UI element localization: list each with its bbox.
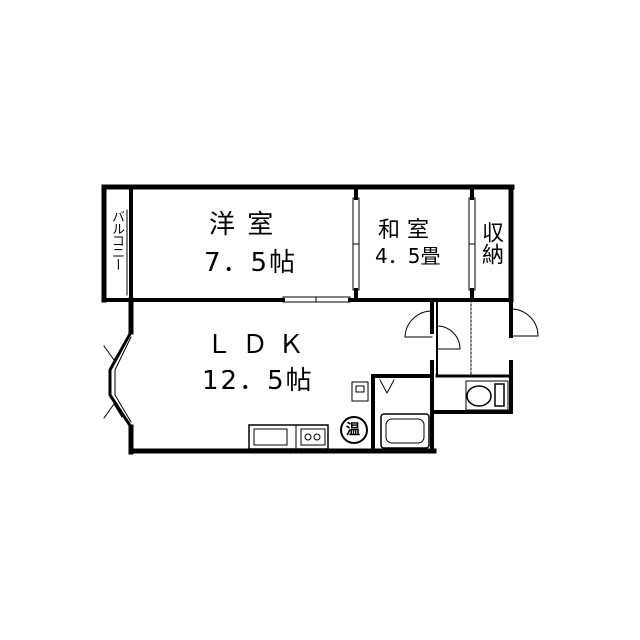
- ldk-name: ＬＤＫ: [206, 330, 315, 360]
- fridge-space: [351, 381, 369, 402]
- water-heater-label: 温: [346, 422, 360, 438]
- ldk-size: 12．5帖: [202, 366, 314, 396]
- bay-window-sash-bottom: [103, 403, 123, 419]
- ldk-door: [404, 310, 433, 338]
- kitchen-counter: [248, 424, 329, 450]
- storage-label: 収納: [478, 221, 503, 265]
- toilet-bowl: [466, 385, 492, 407]
- western-room-size: 7．5帖: [204, 248, 298, 278]
- balcony-label: バルコニー: [109, 210, 124, 270]
- washroom-marker: [379, 379, 395, 395]
- japanese-room-name: 和 室: [378, 218, 429, 243]
- water-heater: [340, 416, 368, 444]
- entry-door: [510, 308, 539, 337]
- kitchen-sink: [253, 428, 288, 446]
- bathtub: [380, 413, 430, 449]
- toilet-door: [436, 325, 461, 350]
- japanese-room-size: 4．5畳: [375, 244, 441, 268]
- bay-window: [108, 329, 134, 430]
- bay-window-sash-top: [103, 345, 123, 361]
- stove: [300, 428, 326, 446]
- western-room-name: 洋 室: [209, 210, 276, 240]
